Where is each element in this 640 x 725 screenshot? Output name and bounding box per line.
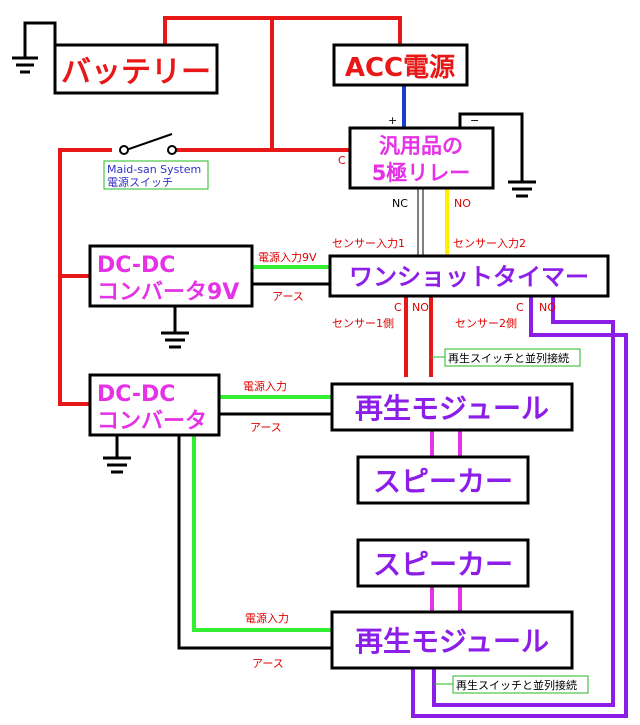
switch-label-box	[103, 160, 209, 190]
speaker1-label: スピーカー	[373, 465, 513, 498]
dcdc-9v: DC-DC コンバータ9V	[88, 244, 254, 308]
ground-icon	[12, 56, 38, 74]
switch-label-line1: Maid-san System	[107, 163, 201, 176]
speaker1-box	[356, 455, 530, 505]
ground-icon	[161, 331, 189, 349]
dcdc-box	[88, 373, 221, 437]
acc-label: ACC電源	[345, 53, 455, 83]
player1-label: 再生モジュール	[355, 392, 549, 425]
earth2-label: アース	[252, 657, 284, 670]
timer-c1-label: C	[394, 301, 402, 314]
timer-no1-label: NO	[412, 301, 429, 314]
wire-relay-ground	[458, 112, 524, 184]
sensor-input2-label: センサー入力2	[453, 237, 526, 250]
acc-plus-label: +	[388, 114, 397, 127]
sensor1-side-label: センサー1側	[332, 317, 394, 330]
dcdc9-box	[88, 244, 254, 308]
relay: 汎用品の 5極リレー	[348, 126, 495, 190]
power-switch: Maid-san System 電源スイッチ	[103, 133, 209, 190]
timer-label: ワンショットタイマー	[349, 263, 589, 291]
wire-sensor2-c	[411, 294, 628, 718]
earth-9v-label: アース	[272, 290, 304, 303]
timer-box	[328, 254, 610, 298]
wire-battery-ground	[23, 21, 57, 60]
player-module-2: 再生モジュール	[330, 610, 574, 670]
switch-contact-left	[119, 145, 129, 155]
wire-power-2	[192, 433, 334, 632]
earth1-label: アース	[250, 421, 282, 434]
acc-box	[332, 43, 469, 87]
battery-box	[53, 43, 219, 95]
ground-icon	[508, 180, 536, 198]
wires	[23, 16, 628, 718]
parallel2-box	[452, 675, 589, 694]
dcdc-label-line1: DC-DC	[97, 382, 175, 407]
oneshot-timer: ワンショットタイマー	[328, 254, 610, 298]
parallel1-label: 再生スイッチと並列接続	[448, 351, 569, 365]
relay-box	[348, 126, 495, 190]
sensor-input1-label: センサー入力1	[332, 237, 405, 250]
battery-label: バッテリー	[61, 55, 211, 90]
wire-earth-2	[177, 433, 334, 650]
player2-box	[330, 610, 574, 670]
relay-nc-label: NC	[392, 197, 408, 210]
dcdc9-label-line2: コンバータ9V	[97, 280, 239, 305]
dcdc: DC-DC コンバータ	[88, 373, 221, 437]
relay-label-line1: 汎用品の	[379, 134, 463, 158]
sensor2-side-label: センサー2側	[455, 317, 517, 330]
timer-no2-label: NO	[539, 301, 556, 314]
acc-power: ACC電源	[332, 43, 469, 87]
power-input2-label: 電源入力	[245, 611, 289, 625]
switch-lever	[125, 133, 173, 151]
wire-labels: + − C NC NO センサー入力1 センサー入力2 電源入力9V アース C…	[243, 114, 589, 694]
power-input-9v-label: 電源入力9V	[258, 250, 317, 264]
player1-box	[330, 382, 574, 432]
timer-c2-label: C	[516, 301, 524, 314]
switch-contact-right	[167, 145, 177, 155]
ground-icon	[103, 456, 131, 474]
player2-label: 再生モジュール	[355, 625, 549, 658]
relay-label-line2: 5極リレー	[372, 161, 471, 185]
dcdc9-label-line1: DC-DC	[97, 253, 175, 278]
dcdc-label-line2: コンバータ	[97, 409, 207, 434]
speaker2-box	[356, 538, 530, 588]
player-module-1: 再生モジュール	[330, 382, 574, 432]
acc-minus-label: −	[470, 114, 479, 127]
parallel1-box	[444, 348, 581, 367]
ground-symbols	[12, 56, 536, 474]
parallel2-label: 再生スイッチと並列接続	[456, 678, 577, 692]
speaker-1: スピーカー	[356, 455, 530, 505]
relay-c-label: C	[338, 154, 346, 167]
wire-sensor2-no	[432, 294, 615, 707]
speaker-2: スピーカー	[356, 538, 530, 588]
switch-label-line2: 電源スイッチ	[107, 175, 173, 189]
power-input1-label: 電源入力	[243, 379, 287, 393]
battery: バッテリー	[53, 43, 219, 95]
wire-battery-acc	[163, 16, 402, 47]
relay-no-label: NO	[454, 197, 471, 210]
speaker2-label: スピーカー	[373, 548, 513, 581]
